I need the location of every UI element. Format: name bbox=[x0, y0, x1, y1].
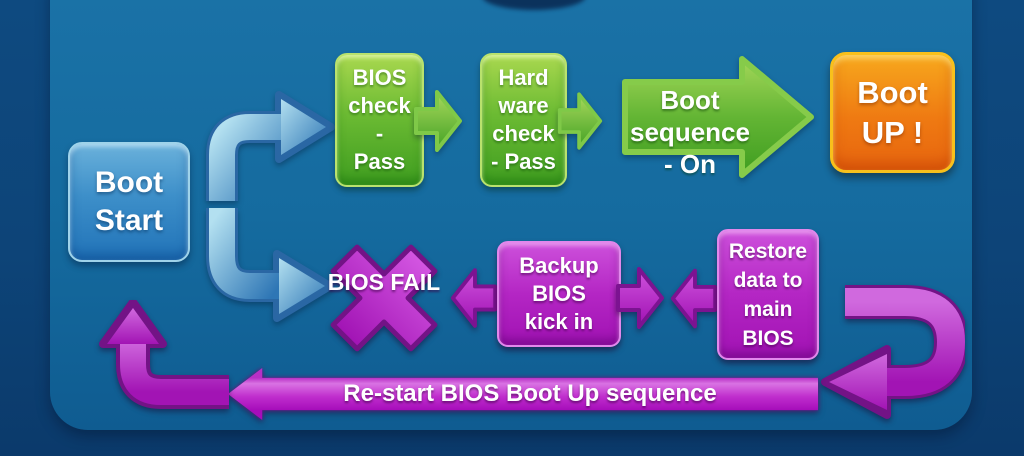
u-turn-arrow-icon bbox=[821, 285, 965, 419]
bios-fail-cross-icon bbox=[330, 244, 438, 352]
node-label-line: main bbox=[743, 297, 793, 321]
node-label-line: data to bbox=[733, 268, 803, 292]
node-label-line: Hard bbox=[498, 65, 549, 90]
node-label-line: Boot bbox=[94, 166, 164, 199]
node-label-line: BIOS bbox=[742, 326, 794, 350]
node-backup-bios: Backup BIOS kick in bbox=[497, 241, 621, 347]
curved-arrow-up-right-icon bbox=[206, 91, 335, 201]
node-hardware-check-pass: Hard ware check - Pass bbox=[480, 53, 567, 187]
chevron-right-purple-icon bbox=[616, 267, 664, 329]
node-label-line: UP ! bbox=[861, 114, 924, 150]
node-label-line: Pass bbox=[353, 149, 406, 174]
node-label-line: - Pass bbox=[491, 149, 556, 174]
node-label-line: BIOS bbox=[532, 281, 586, 306]
node-label-line: - bbox=[375, 121, 384, 146]
node-restore-data: Restore data to main BIOS bbox=[717, 229, 819, 360]
node-label-line: check bbox=[492, 121, 555, 146]
node-boot-sequence-label: Boot sequence - On bbox=[626, 84, 754, 180]
curved-arrow-down-right-icon bbox=[206, 208, 334, 322]
chevron-right-green-icon bbox=[557, 92, 603, 150]
chevron-right-green-icon bbox=[414, 90, 462, 152]
node-bios-check-pass: BIOS check - Pass bbox=[335, 53, 424, 187]
node-label-line: ware bbox=[498, 93, 549, 118]
boot-sequence-arrow-icon bbox=[622, 56, 814, 178]
restart-bar-label: Re-start BIOS Boot Up sequence bbox=[228, 368, 818, 420]
node-label-line: BIOS bbox=[352, 65, 407, 90]
node-label-line: Backup bbox=[519, 253, 599, 278]
node-label-line: check bbox=[348, 93, 411, 118]
loop-up-arrow-icon bbox=[99, 300, 229, 409]
chevron-left-purple-icon bbox=[450, 268, 498, 328]
restart-arrow-bar: Re-start BIOS Boot Up sequence bbox=[228, 368, 818, 420]
node-label-line: - On bbox=[664, 149, 716, 179]
node-label-line: kick in bbox=[524, 309, 594, 334]
node-label-line: BIOS bbox=[327, 269, 384, 295]
node-boot-start: Boot Start bbox=[68, 142, 190, 262]
chevron-left-purple-icon bbox=[670, 268, 718, 329]
node-label-line: Restore bbox=[728, 239, 808, 263]
node-label-line: Boot bbox=[857, 74, 928, 110]
node-bios-fail-label: BIOS FAIL bbox=[324, 268, 444, 297]
node-boot-up: Boot UP ! bbox=[830, 52, 955, 173]
top-logo-remnant bbox=[482, 0, 586, 10]
node-label-line: Boot sequence bbox=[630, 85, 750, 147]
node-label-line: Start bbox=[94, 204, 164, 237]
node-label-line: FAIL bbox=[390, 269, 441, 295]
